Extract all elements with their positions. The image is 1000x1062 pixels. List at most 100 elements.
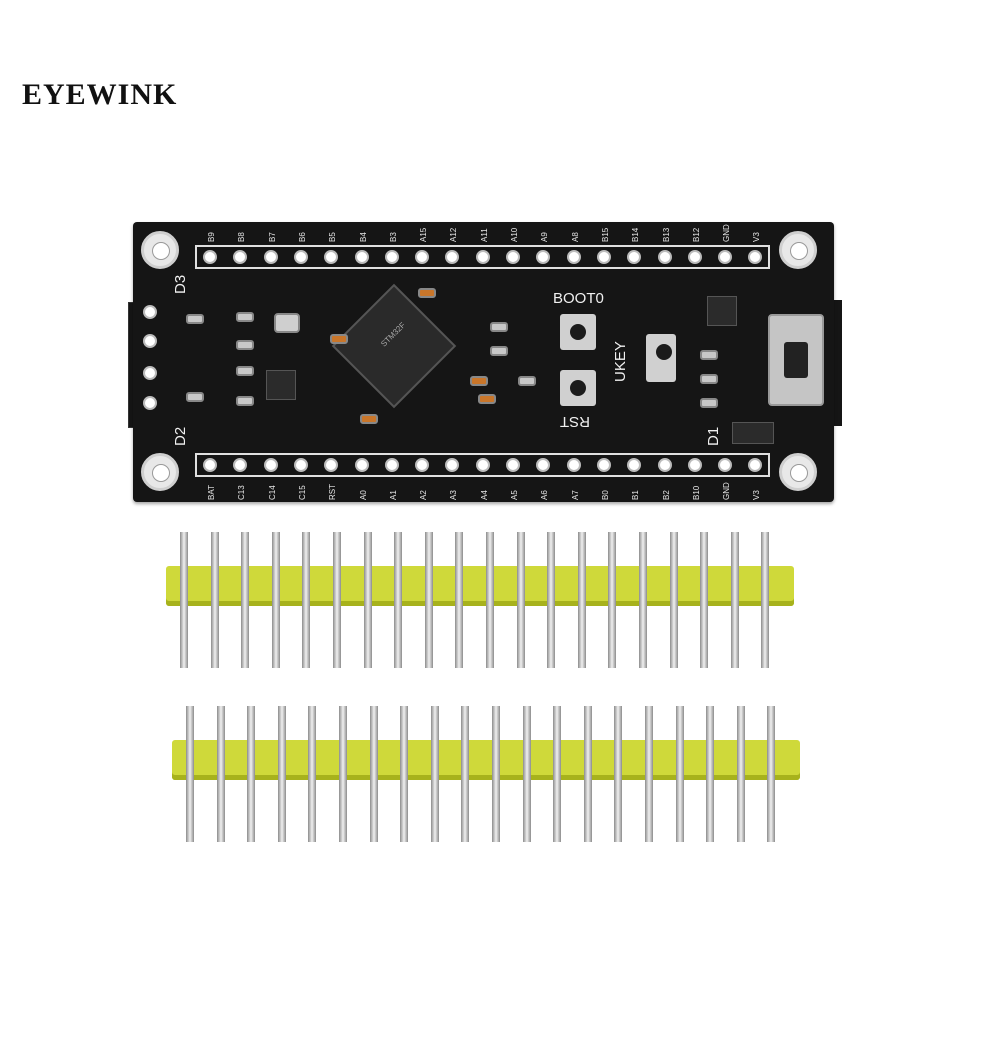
header-pad [233,458,248,472]
pin-label: A7 [570,490,580,500]
header-pin [547,532,556,668]
pin-header-2 [172,702,812,1062]
header-pad [718,250,733,264]
header-pad [263,250,278,264]
header-pin [486,532,494,668]
pin-label: B2 [661,490,671,500]
header-pin [216,706,225,842]
ukey-label: UKEY [612,341,629,382]
header-pad [324,458,339,472]
header-pin [516,532,525,668]
header-pad [687,250,702,264]
header-pin [706,706,715,842]
pin-label: B3 [388,232,398,242]
chip-marking: STM32F [379,320,408,349]
header-pad [566,458,581,472]
pin-label: B8 [237,232,247,242]
header-pad [687,458,702,472]
header-pin [430,706,439,842]
header-pad [384,458,399,472]
header-pin [608,532,617,668]
header-pad [324,250,339,264]
pin-label: A8 [570,232,580,242]
pin-label: B1 [631,490,641,500]
header-pin [302,532,311,668]
header-pin [553,706,562,842]
header-pin [241,532,250,668]
header-pad [536,250,551,264]
pin-label: C15 [297,485,307,500]
header-pin [339,706,347,842]
pin-label: A5 [510,490,519,500]
pin-label: A10 [510,227,519,242]
inductor [266,370,296,400]
header-pad [354,458,369,472]
pin-label: A9 [540,232,550,242]
header-pin [400,706,409,842]
pin-label: B5 [328,232,338,242]
d1-label: D1 [705,426,722,446]
header-pad [596,458,611,472]
header-pin [210,532,219,668]
boot0-label: BOOT0 [553,290,604,307]
header-pad [293,250,308,264]
header-pad [445,250,460,264]
pin-label: RST [328,484,338,500]
header-pad [627,250,642,264]
header-pad [203,250,217,264]
pin-label: B6 [297,232,307,242]
header-pin [333,532,341,668]
pin-label: A12 [449,227,459,242]
header-pad [657,250,672,264]
header-pin [700,532,709,668]
rst-label: RST [560,413,590,430]
pin-label: A15 [419,227,429,242]
header-pin [363,532,372,668]
header-pin [522,706,531,842]
pin-label: A6 [540,490,550,500]
pin-label: B15 [600,227,610,242]
header-pin [761,532,770,668]
pin-label: A4 [479,490,489,500]
d2-label: D2 [172,426,189,446]
header-pad [415,458,430,472]
pin-header-1 [166,532,806,892]
mounting-hole [141,231,179,269]
header-pin [675,706,684,842]
ukey-button [646,334,676,382]
brand-watermark: EYEWINK [22,78,178,111]
header-pin [271,532,280,668]
mounting-hole [141,453,179,491]
pin-label: V3 [752,490,762,500]
header-pin [767,706,776,842]
header-pin [455,532,464,668]
header-pin [736,706,745,842]
header-pin [247,706,256,842]
header-pin [186,706,194,842]
header-pad [627,458,642,472]
pin-label: B7 [267,232,277,242]
header-pin [669,532,678,668]
boot0-button [560,314,596,350]
pin-label: B12 [691,227,701,242]
header-pin [308,706,317,842]
usb-port [768,314,824,406]
d3-label: D3 [172,274,189,294]
header-pad [718,458,733,472]
pin-label: B14 [631,227,641,242]
pin-label: GND [722,482,732,500]
header-pad [657,458,672,472]
header-pin [369,706,378,842]
header-pin [461,706,470,842]
pin-label: B0 [600,490,610,500]
header-pin [614,706,623,842]
diode [732,422,774,444]
header-pin [180,532,188,668]
header-pad [293,458,308,472]
top-header-strip [195,245,770,269]
header-pin [583,706,592,842]
pin-label: BAT [207,485,216,500]
header-pin [645,706,653,842]
header-pad [596,250,611,264]
pin-label: B4 [358,232,368,242]
